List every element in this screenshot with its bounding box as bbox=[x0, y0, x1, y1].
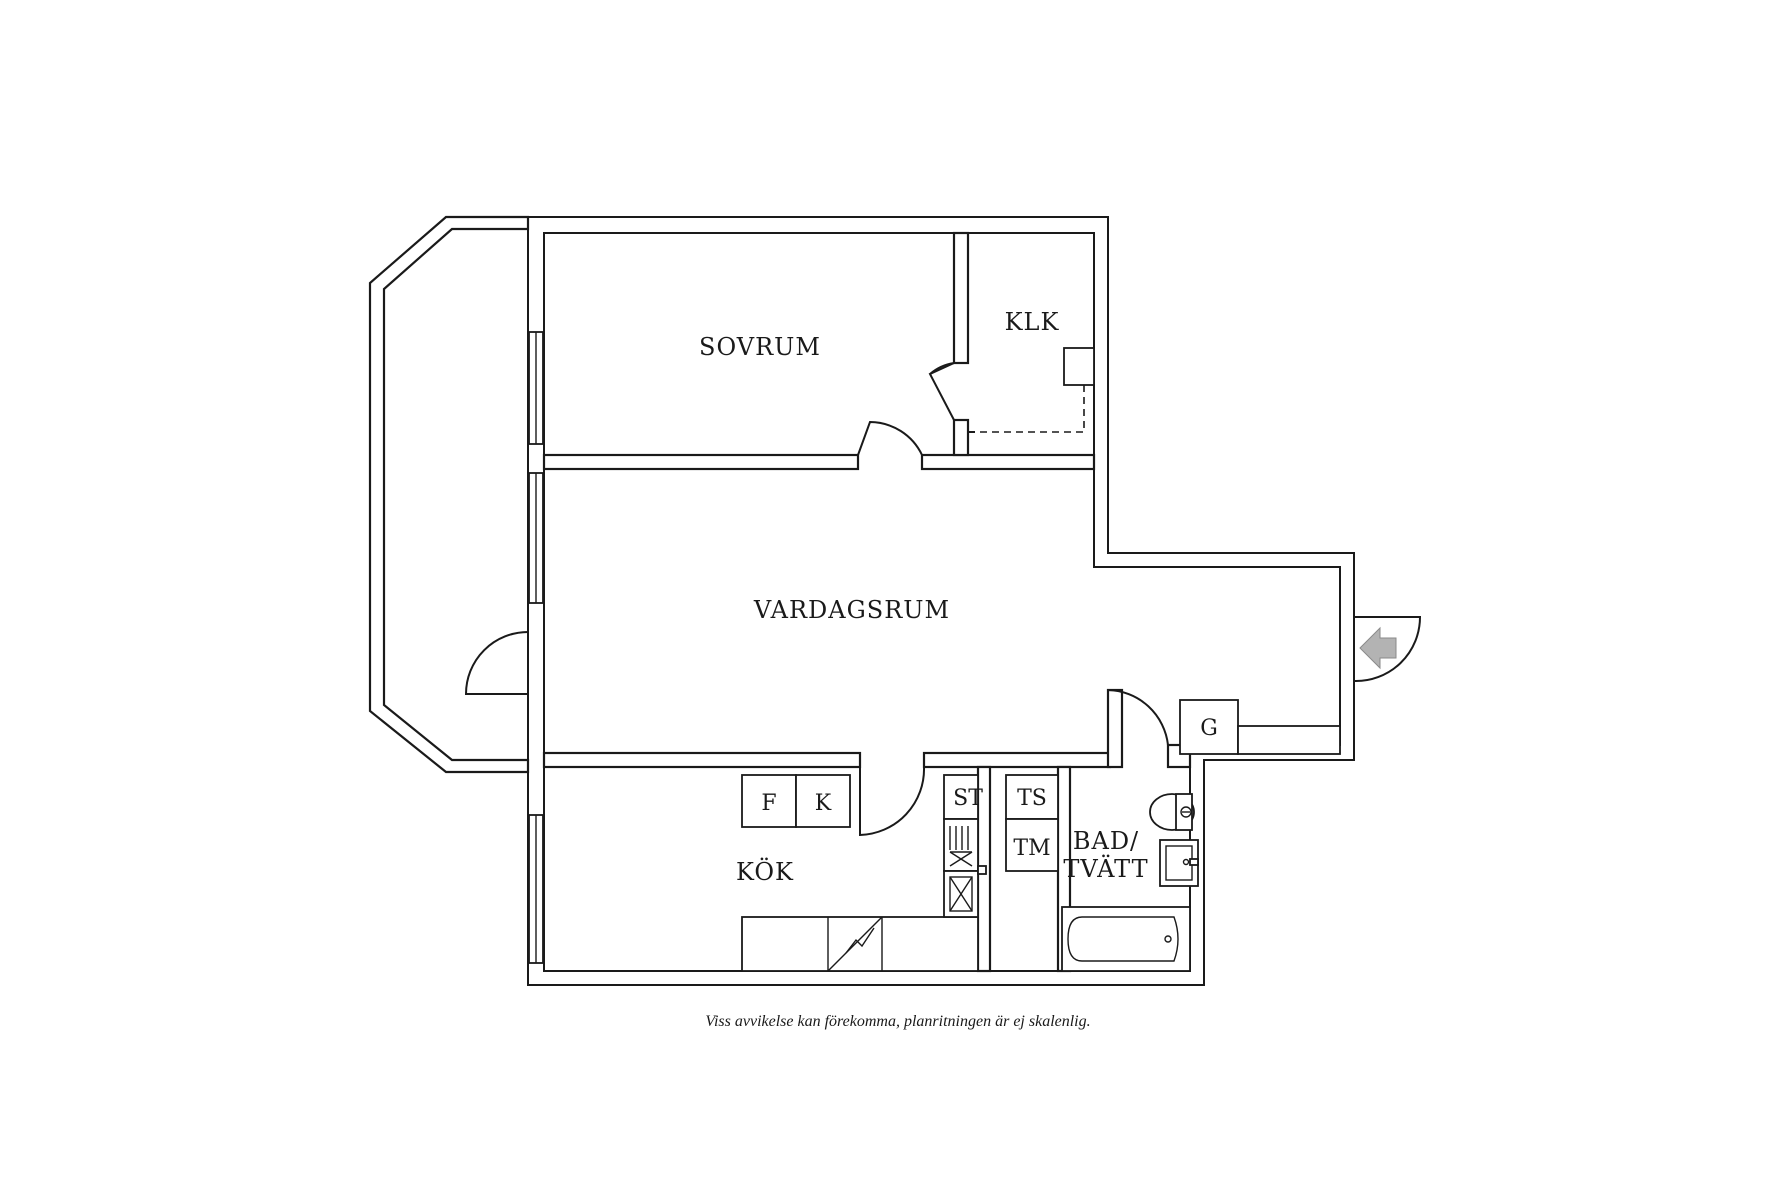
closet-fittings bbox=[968, 347, 1095, 433]
kitchen-fittings bbox=[741, 774, 987, 972]
doors bbox=[464, 362, 1422, 837]
room-label-bathroom-line2: TVÄTT bbox=[1063, 854, 1148, 883]
bathroom-fittings bbox=[1061, 793, 1199, 972]
wardrobe bbox=[1179, 699, 1341, 755]
laundry-fittings bbox=[1005, 774, 1059, 872]
entrance-arrow-icon bbox=[1359, 626, 1397, 670]
fixture-label-dishwasher: ST bbox=[953, 786, 983, 811]
fixture-label-wardrobe: G bbox=[1200, 716, 1218, 741]
disclaimer-text: Viss avvikelse kan förekomma, planritnin… bbox=[705, 1013, 1090, 1030]
room-label-living-room: VARDAGSRUM bbox=[753, 596, 950, 624]
room-labels: SOVRUM KLK VARDAGSRUM KÖK BAD/ TVÄTT bbox=[699, 308, 1148, 886]
fixture-label-washer: TM bbox=[1013, 836, 1050, 861]
windows bbox=[528, 331, 544, 964]
fixture-label-dryer: TS bbox=[1017, 786, 1047, 811]
balcony bbox=[368, 215, 530, 774]
fixture-label-fridge: F bbox=[761, 791, 776, 816]
room-label-kitchen: KÖK bbox=[736, 857, 794, 886]
room-label-bathroom-line1: BAD/ bbox=[1073, 827, 1139, 855]
fixture-label-freezer: K bbox=[815, 791, 832, 816]
room-label-closet: KLK bbox=[1005, 308, 1060, 336]
room-label-bedroom: SOVRUM bbox=[699, 333, 821, 361]
fixture-labels: F K ST TS TM G bbox=[761, 716, 1217, 861]
